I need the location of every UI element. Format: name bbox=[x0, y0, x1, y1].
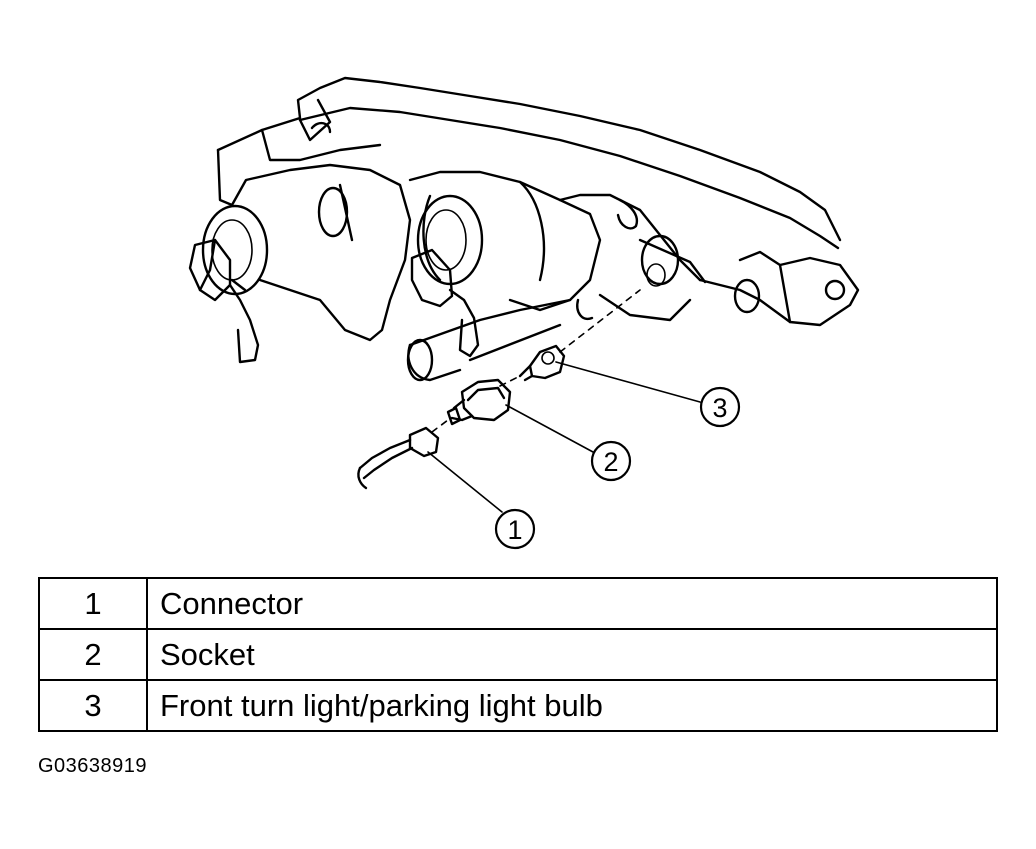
callout-2: 2 bbox=[590, 440, 632, 482]
headlamp-assembly-diagram: 1 2 3 bbox=[188, 76, 860, 550]
parts-legend-table: 1 Connector 2 Socket 3 Front turn light/… bbox=[38, 577, 998, 732]
socket-2-part bbox=[431, 378, 512, 433]
legend-label: Front turn light/parking light bulb bbox=[146, 679, 998, 732]
svg-text:1: 1 bbox=[507, 515, 522, 545]
figure-id: G03638919 bbox=[38, 755, 148, 777]
left-headlamp-socket bbox=[188, 204, 269, 364]
svg-text:3: 3 bbox=[712, 393, 727, 423]
callout-3: 3 bbox=[699, 386, 741, 428]
headlamp-housing bbox=[216, 76, 860, 342]
bottom-bulb-housing bbox=[406, 298, 572, 382]
table-row: 1 Connector bbox=[38, 577, 998, 630]
legend-number: 2 bbox=[38, 628, 148, 681]
svg-text:2: 2 bbox=[603, 447, 618, 477]
bulb-3-part bbox=[499, 289, 641, 387]
legend-number: 3 bbox=[38, 679, 148, 732]
center-headlamp-socket bbox=[410, 194, 484, 358]
callout-leaders bbox=[427, 361, 701, 513]
connector-1-part bbox=[357, 426, 440, 490]
legend-label: Connector bbox=[146, 577, 998, 630]
callout-1: 1 bbox=[494, 508, 536, 550]
legend-number: 1 bbox=[38, 577, 148, 630]
table-row: 2 Socket bbox=[38, 628, 998, 681]
legend-label: Socket bbox=[146, 628, 998, 681]
table-row: 3 Front turn light/parking light bulb bbox=[38, 679, 998, 732]
